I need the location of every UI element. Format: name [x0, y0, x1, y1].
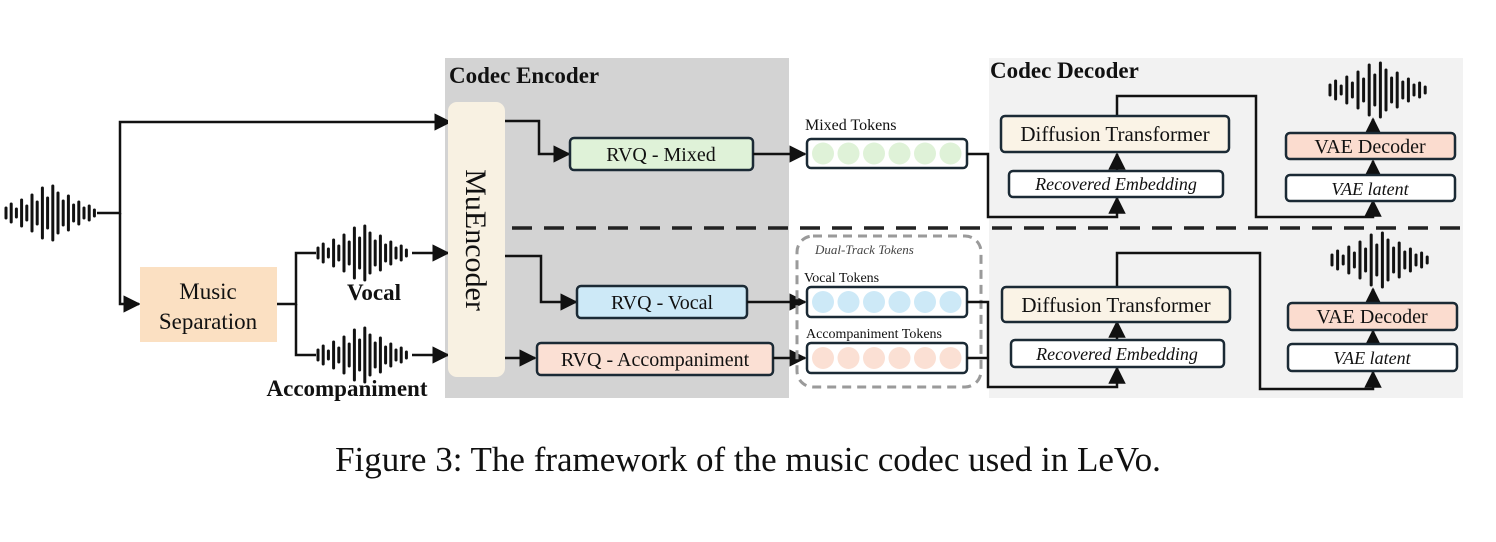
- encoder-to-rvq-arrows: [505, 119, 578, 367]
- vae-decoder-bottom-box: [1286, 301, 1459, 332]
- recovered-embedding-bottom-label: Recovered Embedding: [1035, 344, 1198, 364]
- vae-latent-bottom-label: VAE latent: [1333, 348, 1411, 368]
- recovered-embedding-bottom-box: [1009, 338, 1226, 369]
- accompaniment-tokens-label: Accompaniment Tokens: [806, 327, 942, 342]
- vae-latent-top-label: VAE latent: [1331, 179, 1409, 199]
- rvq-mixed-label: RVQ - Mixed: [606, 144, 716, 166]
- decoder-title: Codec Decoder: [990, 58, 1139, 83]
- vae-decoder-bottom-label: VAE Decoder: [1316, 306, 1428, 328]
- vae-latent-top-box: [1284, 173, 1457, 203]
- muencoder-box: [448, 102, 505, 377]
- decoder-bottom-connectors: [967, 251, 1382, 391]
- input-waveform-icon: [4, 184, 96, 242]
- rvq-vocal-label: RVQ - Vocal: [611, 292, 714, 314]
- token-circle: [837, 291, 860, 313]
- music-separation-box: [140, 267, 277, 342]
- diffusion-transformer-bottom-label: Diffusion Transformer: [1021, 293, 1210, 317]
- mixed-token-circles: [812, 142, 962, 165]
- encoder-title: Codec Encoder: [449, 63, 599, 88]
- token-circle: [837, 347, 860, 369]
- accompaniment-waveform-icon: [316, 326, 408, 384]
- figure-caption: Figure 3: The framework of the music cod…: [335, 440, 1161, 479]
- token-circle: [914, 347, 936, 369]
- token-circle: [914, 142, 936, 165]
- vocal-token-circles: [812, 291, 962, 313]
- decoder-top-connectors: [967, 94, 1382, 219]
- music-separation-label-1: Music: [179, 279, 237, 304]
- input-routing-arrows: [97, 113, 452, 364]
- music-separation-label-2: Separation: [159, 309, 258, 334]
- token-circle: [812, 142, 834, 165]
- recovered-embedding-top-box: [1007, 169, 1225, 199]
- vocal-label: Vocal: [347, 280, 401, 305]
- token-circle: [888, 347, 911, 369]
- dual-track-tokens-group: [795, 234, 983, 389]
- mixed-output-waveform-icon: [1328, 61, 1427, 119]
- diffusion-transformer-top-box: [999, 114, 1231, 154]
- muencoder-label: MuEncoder: [459, 169, 492, 311]
- token-circle: [939, 291, 962, 313]
- accompaniment-label: Accompaniment: [267, 376, 428, 401]
- token-circle: [888, 291, 911, 313]
- vae-decoder-top-label: VAE Decoder: [1314, 136, 1426, 158]
- token-circle: [863, 142, 885, 165]
- token-circle: [863, 347, 885, 369]
- token-circle: [837, 142, 860, 165]
- recovered-embedding-top-label: Recovered Embedding: [1034, 174, 1197, 194]
- token-circle: [939, 347, 962, 369]
- vae-latent-bottom-box: [1286, 342, 1459, 373]
- dual-output-waveform-icon: [1330, 231, 1429, 289]
- token-circle: [914, 291, 936, 313]
- token-circle: [939, 142, 962, 165]
- vocal-waveform-icon: [316, 224, 408, 282]
- mixed-tokens-label: Mixed Tokens: [805, 117, 896, 134]
- diffusion-transformer-bottom-box: [1000, 285, 1232, 324]
- token-circle: [863, 291, 885, 313]
- vocal-tokens-label: Vocal Tokens: [804, 271, 879, 286]
- vae-decoder-top-box: [1284, 131, 1457, 161]
- rvq-accompaniment-label: RVQ - Accompaniment: [561, 349, 750, 371]
- accompaniment-token-circles: [812, 347, 962, 369]
- diffusion-transformer-top-label: Diffusion Transformer: [1020, 122, 1209, 146]
- token-circle: [812, 347, 834, 369]
- token-circle: [888, 142, 911, 165]
- dual-track-tokens-label: Dual-Track Tokens: [814, 242, 914, 257]
- rvq-to-token-arrows: [747, 145, 807, 367]
- token-circle: [812, 291, 834, 313]
